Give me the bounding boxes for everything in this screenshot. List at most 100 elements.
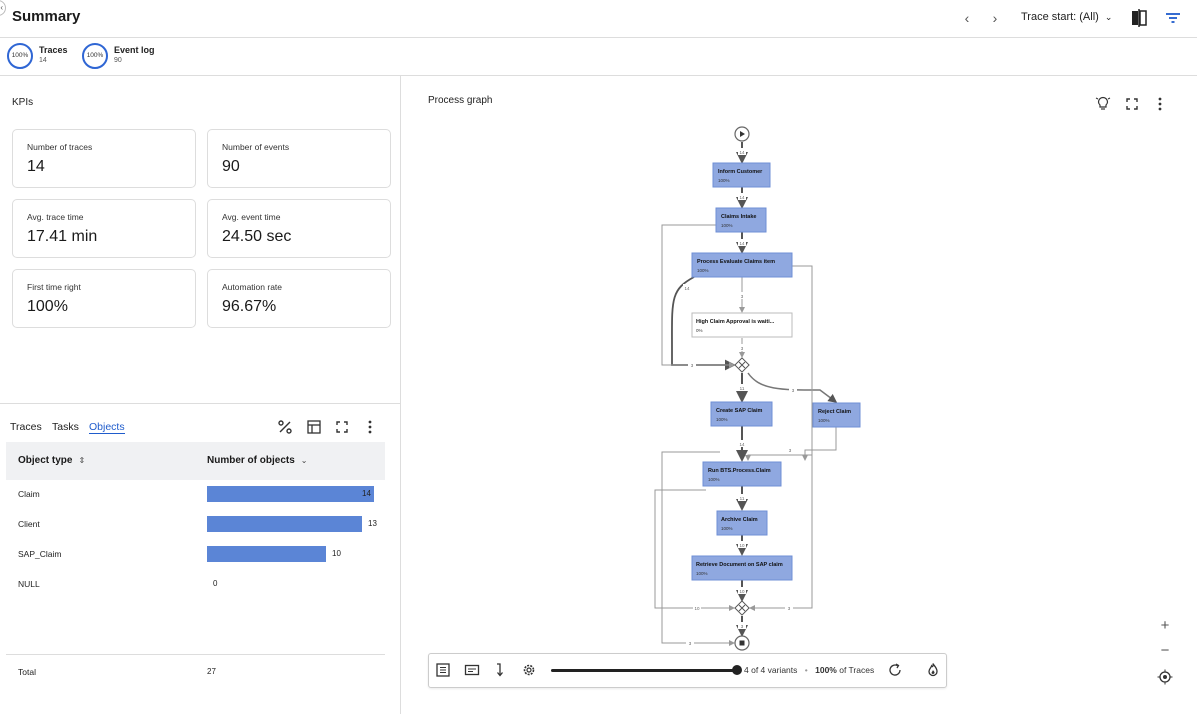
next-button[interactable]: › <box>992 10 998 26</box>
tab-objects[interactable]: Objects <box>89 421 125 434</box>
heatmap-flame-icon[interactable] <box>925 662 941 678</box>
edge-label-bg <box>738 622 746 629</box>
kpi-card-number-of-traces: Number of traces 14 <box>12 129 196 188</box>
activity-inform-customer[interactable]: Inform Customer 100% <box>712 162 771 188</box>
edge-label: 3 <box>741 624 744 629</box>
edge-label-bg <box>738 494 746 501</box>
zoom-in-button[interactable]: + <box>1160 617 1170 634</box>
tab-tasks[interactable]: Tasks <box>52 421 79 433</box>
edge-label-bg <box>738 384 746 391</box>
variants-slider-handle[interactable] <box>732 665 742 675</box>
event-log-ring: 100% <box>82 43 108 69</box>
tab-traces[interactable]: Traces <box>10 421 42 433</box>
count-value: 0 <box>213 579 218 588</box>
column-object-type-label: Object type <box>18 455 73 466</box>
event-log-value: 90 <box>114 57 122 64</box>
page-title: Summary <box>12 8 81 25</box>
graph-edge <box>745 265 813 461</box>
activity-pct: 100% <box>718 178 730 183</box>
edge-label: 14 <box>684 286 690 291</box>
edge-label-bg <box>683 284 691 291</box>
path-arrow-icon[interactable] <box>492 662 508 678</box>
graph-edge <box>749 455 813 611</box>
edge-label-bg <box>738 344 746 351</box>
start-play-icon <box>740 131 745 137</box>
graph-edge <box>802 427 837 461</box>
edge-label-bg <box>785 604 793 611</box>
lightbulb-icon[interactable] <box>1095 96 1111 112</box>
edge-label-bg <box>688 361 696 368</box>
table-header <box>6 442 385 480</box>
sort-icon: ⇕ <box>78 456 86 465</box>
kpi-value: 96.67% <box>222 298 277 315</box>
activity-pct: 100% <box>708 477 720 482</box>
process-graph-title: Process graph <box>428 95 493 106</box>
edge-label: 3 <box>741 346 744 351</box>
variants-text: 4 of 4 variants • 100% of Traces <box>744 665 874 675</box>
edge-label-bg <box>738 148 746 155</box>
activity-label: Inform Customer <box>718 169 763 175</box>
edge-label: 10 <box>694 606 700 611</box>
gateway-node <box>734 357 750 373</box>
activity-pct: 100% <box>697 268 709 273</box>
edge-label-bg <box>738 541 746 548</box>
column-number-of-objects[interactable]: Number of objects⌄ <box>207 455 308 466</box>
graph-edge <box>671 276 736 371</box>
edge-label: 14 <box>739 442 745 447</box>
trace-start-dropdown[interactable]: Trace start: (All)⌄ <box>1021 11 1112 23</box>
traces-label: Traces <box>39 45 68 55</box>
activity-pct: 100% <box>818 418 830 423</box>
sort-desc-icon: ⌄ <box>300 456 308 465</box>
recenter-icon[interactable] <box>1157 669 1173 685</box>
activity-label: Claims Intake <box>721 214 756 220</box>
compare-icon[interactable] <box>1129 8 1149 28</box>
more-options-icon[interactable] <box>362 419 378 435</box>
object-type-cell: Client <box>18 519 40 529</box>
event-log-label: Event log <box>114 45 155 55</box>
filter-icon[interactable] <box>1163 8 1183 28</box>
count-bar <box>207 546 326 562</box>
edge-label-bg <box>738 587 746 594</box>
edge-label: 3 <box>689 641 692 646</box>
edge-label: 3 <box>789 448 792 453</box>
variants-slider-track[interactable] <box>551 669 737 672</box>
table-view-icon[interactable] <box>306 419 322 435</box>
kpi-label: Avg. event time <box>222 212 281 222</box>
list-view-icon[interactable] <box>435 662 451 678</box>
settings-gear-icon[interactable] <box>521 662 537 678</box>
graph-fullscreen-icon[interactable] <box>1124 96 1140 112</box>
edge-label-bg <box>738 440 746 447</box>
edge-label: 10 <box>739 589 745 594</box>
kpi-label: Avg. trace time <box>27 212 84 222</box>
column-object-type[interactable]: Object type ⇕ <box>18 455 85 466</box>
kpis-title: KPIs <box>12 97 34 108</box>
zoom-out-button[interactable]: − <box>1160 642 1170 659</box>
activity-label: Create SAP Claim <box>716 408 762 414</box>
kpi-label: Number of traces <box>27 142 93 152</box>
edge-label: 3 <box>741 294 744 299</box>
fullscreen-icon[interactable] <box>334 419 350 435</box>
end-stop-icon <box>739 640 745 646</box>
section-divider <box>0 403 400 404</box>
edge-label-bg <box>693 604 701 611</box>
label-icon[interactable] <box>464 662 480 678</box>
edge-label: 14 <box>739 150 745 155</box>
separator-dot: • <box>804 665 808 675</box>
activity-high-claim-approval[interactable]: High Claim Approval is waiti...0% <box>691 312 793 338</box>
traces-suffix: of Traces <box>836 665 875 675</box>
kpi-label: Number of events <box>222 142 290 152</box>
traces-value: 14 <box>39 57 47 64</box>
graph-more-icon[interactable] <box>1152 96 1168 112</box>
previous-button[interactable]: ‹ <box>964 10 970 26</box>
reset-icon[interactable] <box>887 662 903 678</box>
percent-icon[interactable] <box>277 419 293 435</box>
